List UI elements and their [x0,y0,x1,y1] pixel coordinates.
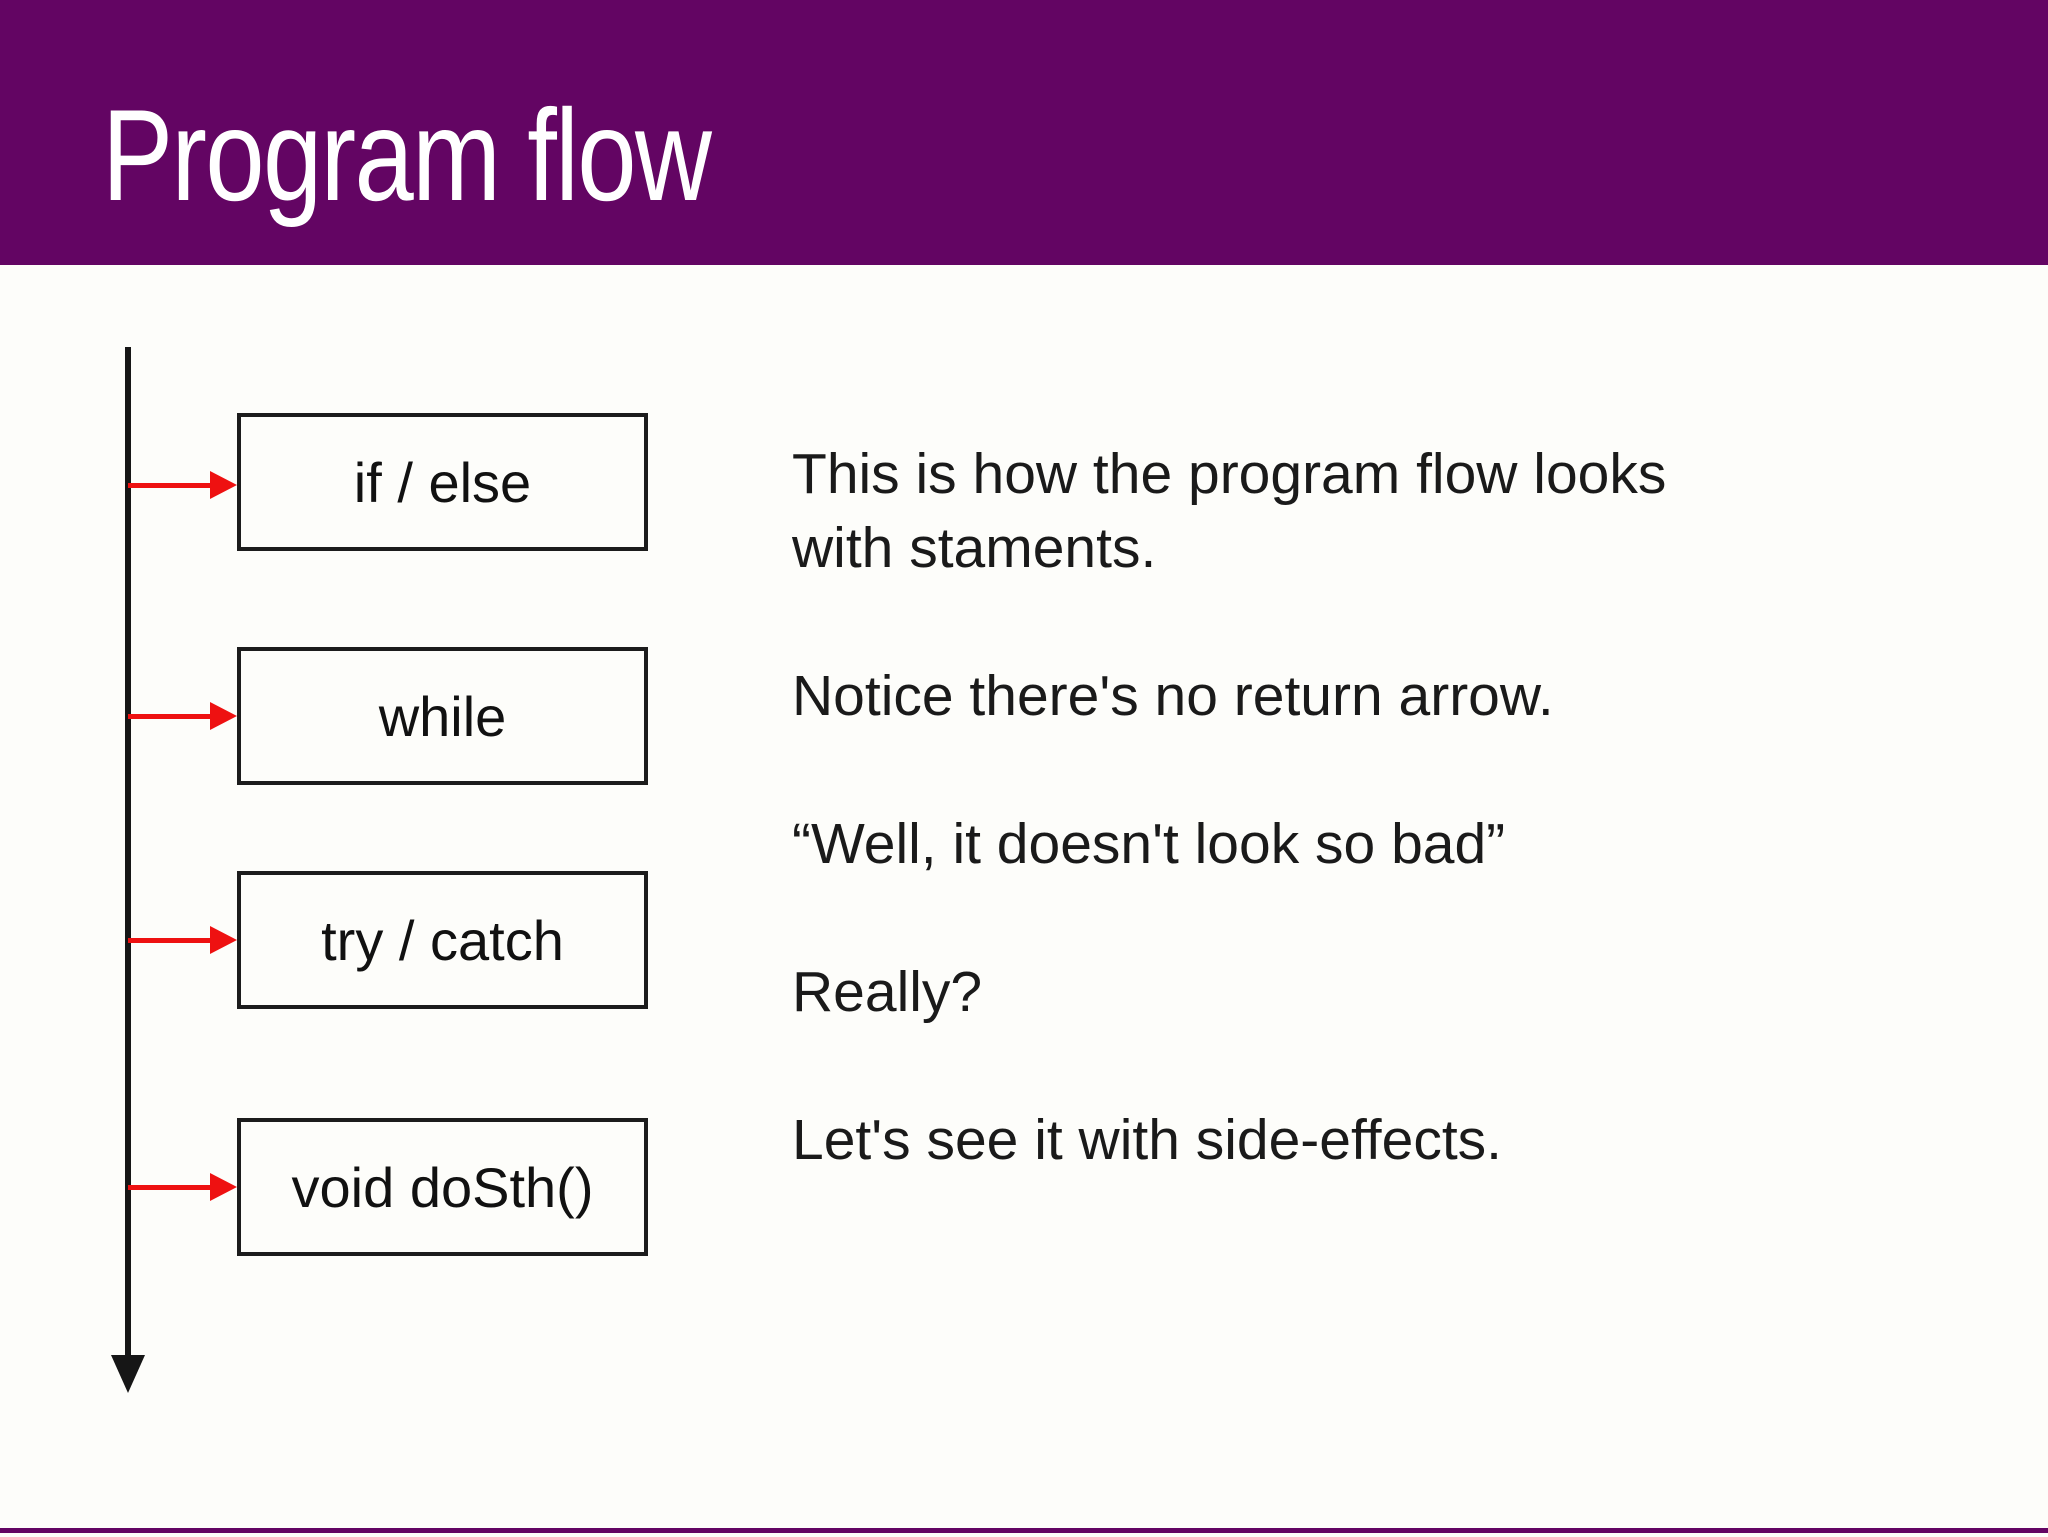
red-arrow-icon [128,701,237,731]
slide-title: Program flow [102,82,712,228]
note-line: Notice there's no return arrow. [792,664,1554,728]
note-line: This is how the program flow looks [792,442,1667,506]
flow-box-label: try / catch [321,908,564,972]
red-arrow-stem [128,483,212,488]
red-arrow-stem [128,938,212,943]
down-arrowhead-icon [111,1355,145,1393]
red-arrow-icon [128,925,237,955]
note-line: Let's see it with side-effects. [792,1108,1502,1172]
flow-box-label: while [378,684,507,748]
red-arrow-head [210,702,237,730]
note-paragraph: “Well, it doesn't look so bad” [792,807,2012,881]
note-paragraph: Notice there's no return arrow. [792,659,2012,733]
red-arrow-icon [128,1172,237,1202]
notes-block: This is how the program flow looks with … [792,437,2012,1251]
flow-box-while: while [237,647,648,785]
red-arrow-head [210,471,237,499]
flow-box-void-dosth: void doSth() [237,1118,648,1256]
red-arrow-head [210,926,237,954]
flow-line [125,347,131,1357]
title-band: Program flow [0,0,2048,265]
flow-box-label: if / else [353,450,532,514]
note-line: Really? [792,960,983,1024]
flow-box-label: void doSth() [291,1155,594,1219]
note-line: with staments. [792,516,1157,580]
red-arrow-stem [128,714,212,719]
note-paragraph: Really? [792,955,2012,1029]
bottom-accent-rule [0,1528,2048,1533]
red-arrow-icon [128,470,237,500]
note-paragraph: Let's see it with side-effects. [792,1103,2012,1177]
note-paragraph: This is how the program flow looks with … [792,437,2012,585]
red-arrow-stem [128,1185,212,1190]
red-arrow-head [210,1173,237,1201]
note-line: “Well, it doesn't look so bad” [792,812,1506,876]
flow-box-if-else: if / else [237,413,648,551]
flow-box-try-catch: try / catch [237,871,648,1009]
